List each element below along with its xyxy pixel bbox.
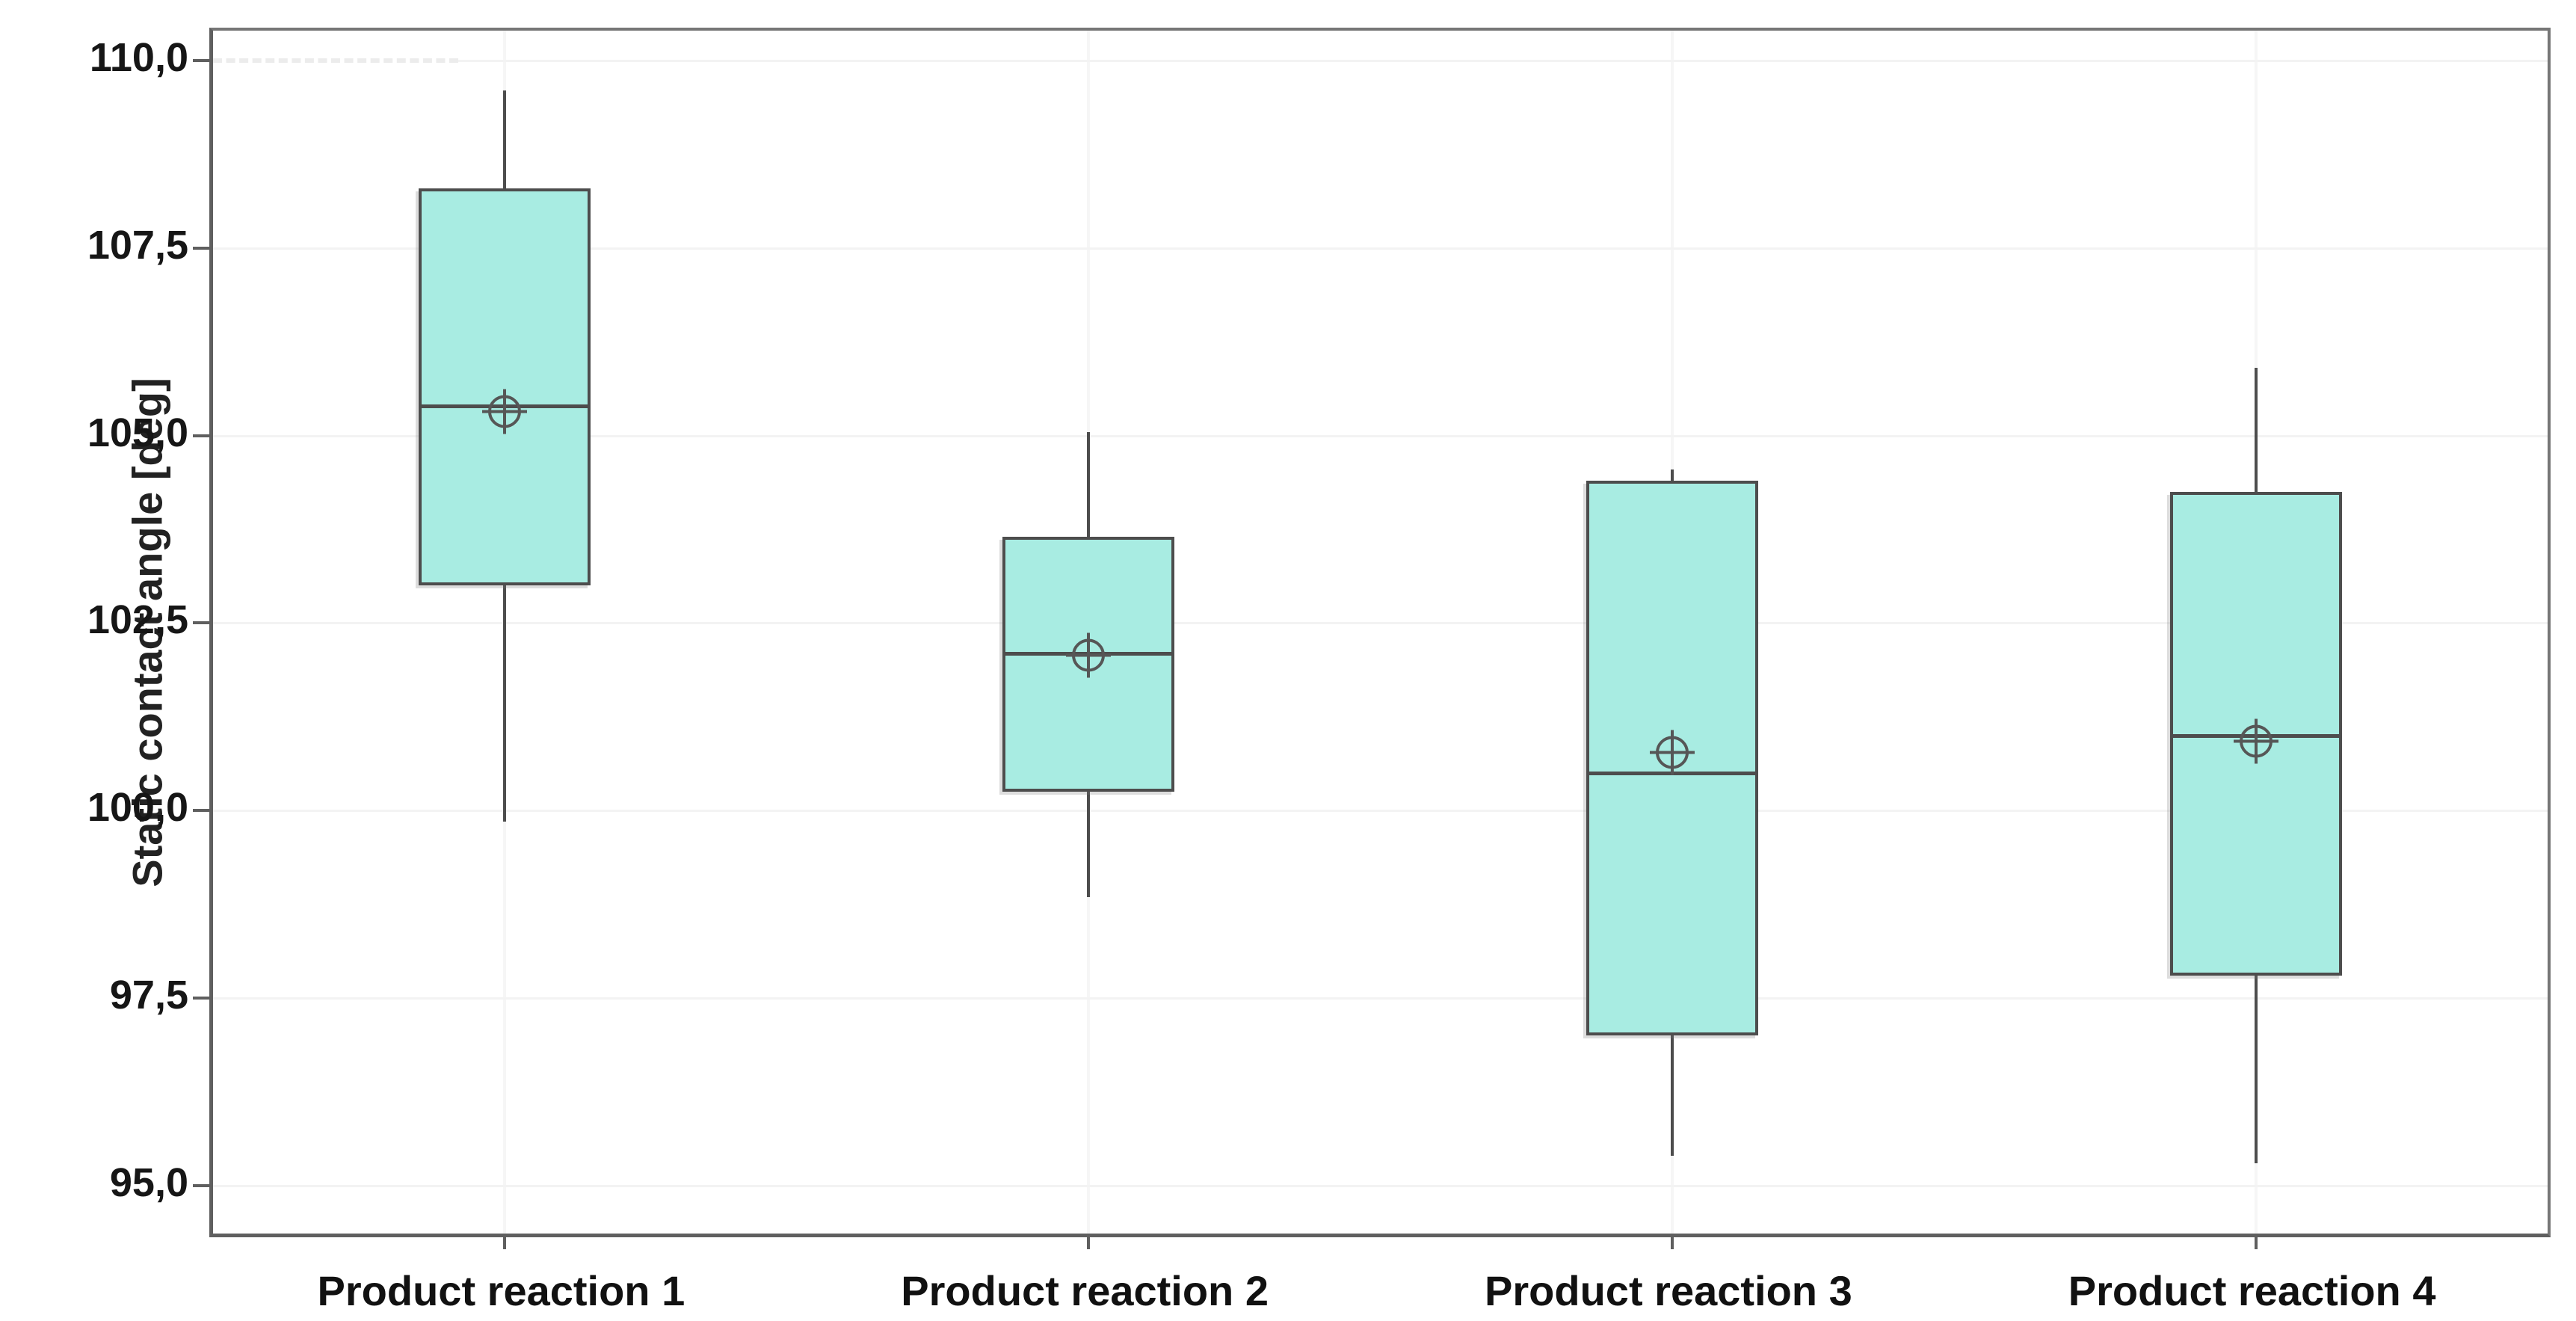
- y-tick-label: 97,5: [109, 973, 188, 1018]
- mean-marker-icon: [1064, 630, 1113, 683]
- box-product-reaction-1: [419, 188, 591, 586]
- gridline-y-110-dashed: [213, 58, 458, 64]
- gridline-y-105: [213, 434, 2548, 437]
- gridline-y-95: [213, 1184, 2548, 1187]
- x-category-label: Product reaction 3: [1485, 1267, 1852, 1314]
- y-axis-tick: [193, 246, 209, 250]
- x-category-label: Product reaction 2: [901, 1267, 1269, 1314]
- gridline-y-102.5: [213, 622, 2548, 625]
- x-axis-tick-4: [2254, 1237, 2258, 1249]
- mean-marker-icon: [2231, 716, 2281, 769]
- plot-area: Static contact angle [deg]: [124, 28, 2551, 1249]
- y-axis-tick: [193, 809, 209, 813]
- y-tick-label: 110,0: [89, 35, 188, 81]
- y-axis-tick: [193, 1183, 209, 1187]
- x-category-label: Product reaction 4: [2068, 1267, 2436, 1314]
- y-axis-tick: [193, 997, 209, 1000]
- gridline-y-110: [457, 60, 2548, 63]
- y-tick-label: 102,5: [87, 597, 188, 643]
- x-axis-tick-3: [1670, 1237, 1674, 1249]
- x-axis-tick-2: [1087, 1237, 1091, 1249]
- gridline-y-100: [213, 810, 2548, 813]
- y-axis-tick: [193, 621, 209, 625]
- gridline-y-107.5: [213, 247, 2548, 250]
- x-category-label: Product reaction 1: [317, 1267, 685, 1314]
- x-axis-tick-1: [503, 1237, 507, 1249]
- y-tick-label: 105,0: [87, 410, 188, 455]
- y-tick-label: 100,0: [87, 785, 188, 831]
- y-axis-tick: [193, 59, 209, 63]
- y-axis-tick: [193, 434, 209, 437]
- mean-marker-icon: [1648, 728, 1697, 781]
- y-tick-label: 95,0: [109, 1160, 188, 1205]
- y-tick-label: 107,5: [87, 222, 188, 268]
- mean-marker-icon: [480, 387, 529, 440]
- gridline-y-97.5: [213, 997, 2548, 1000]
